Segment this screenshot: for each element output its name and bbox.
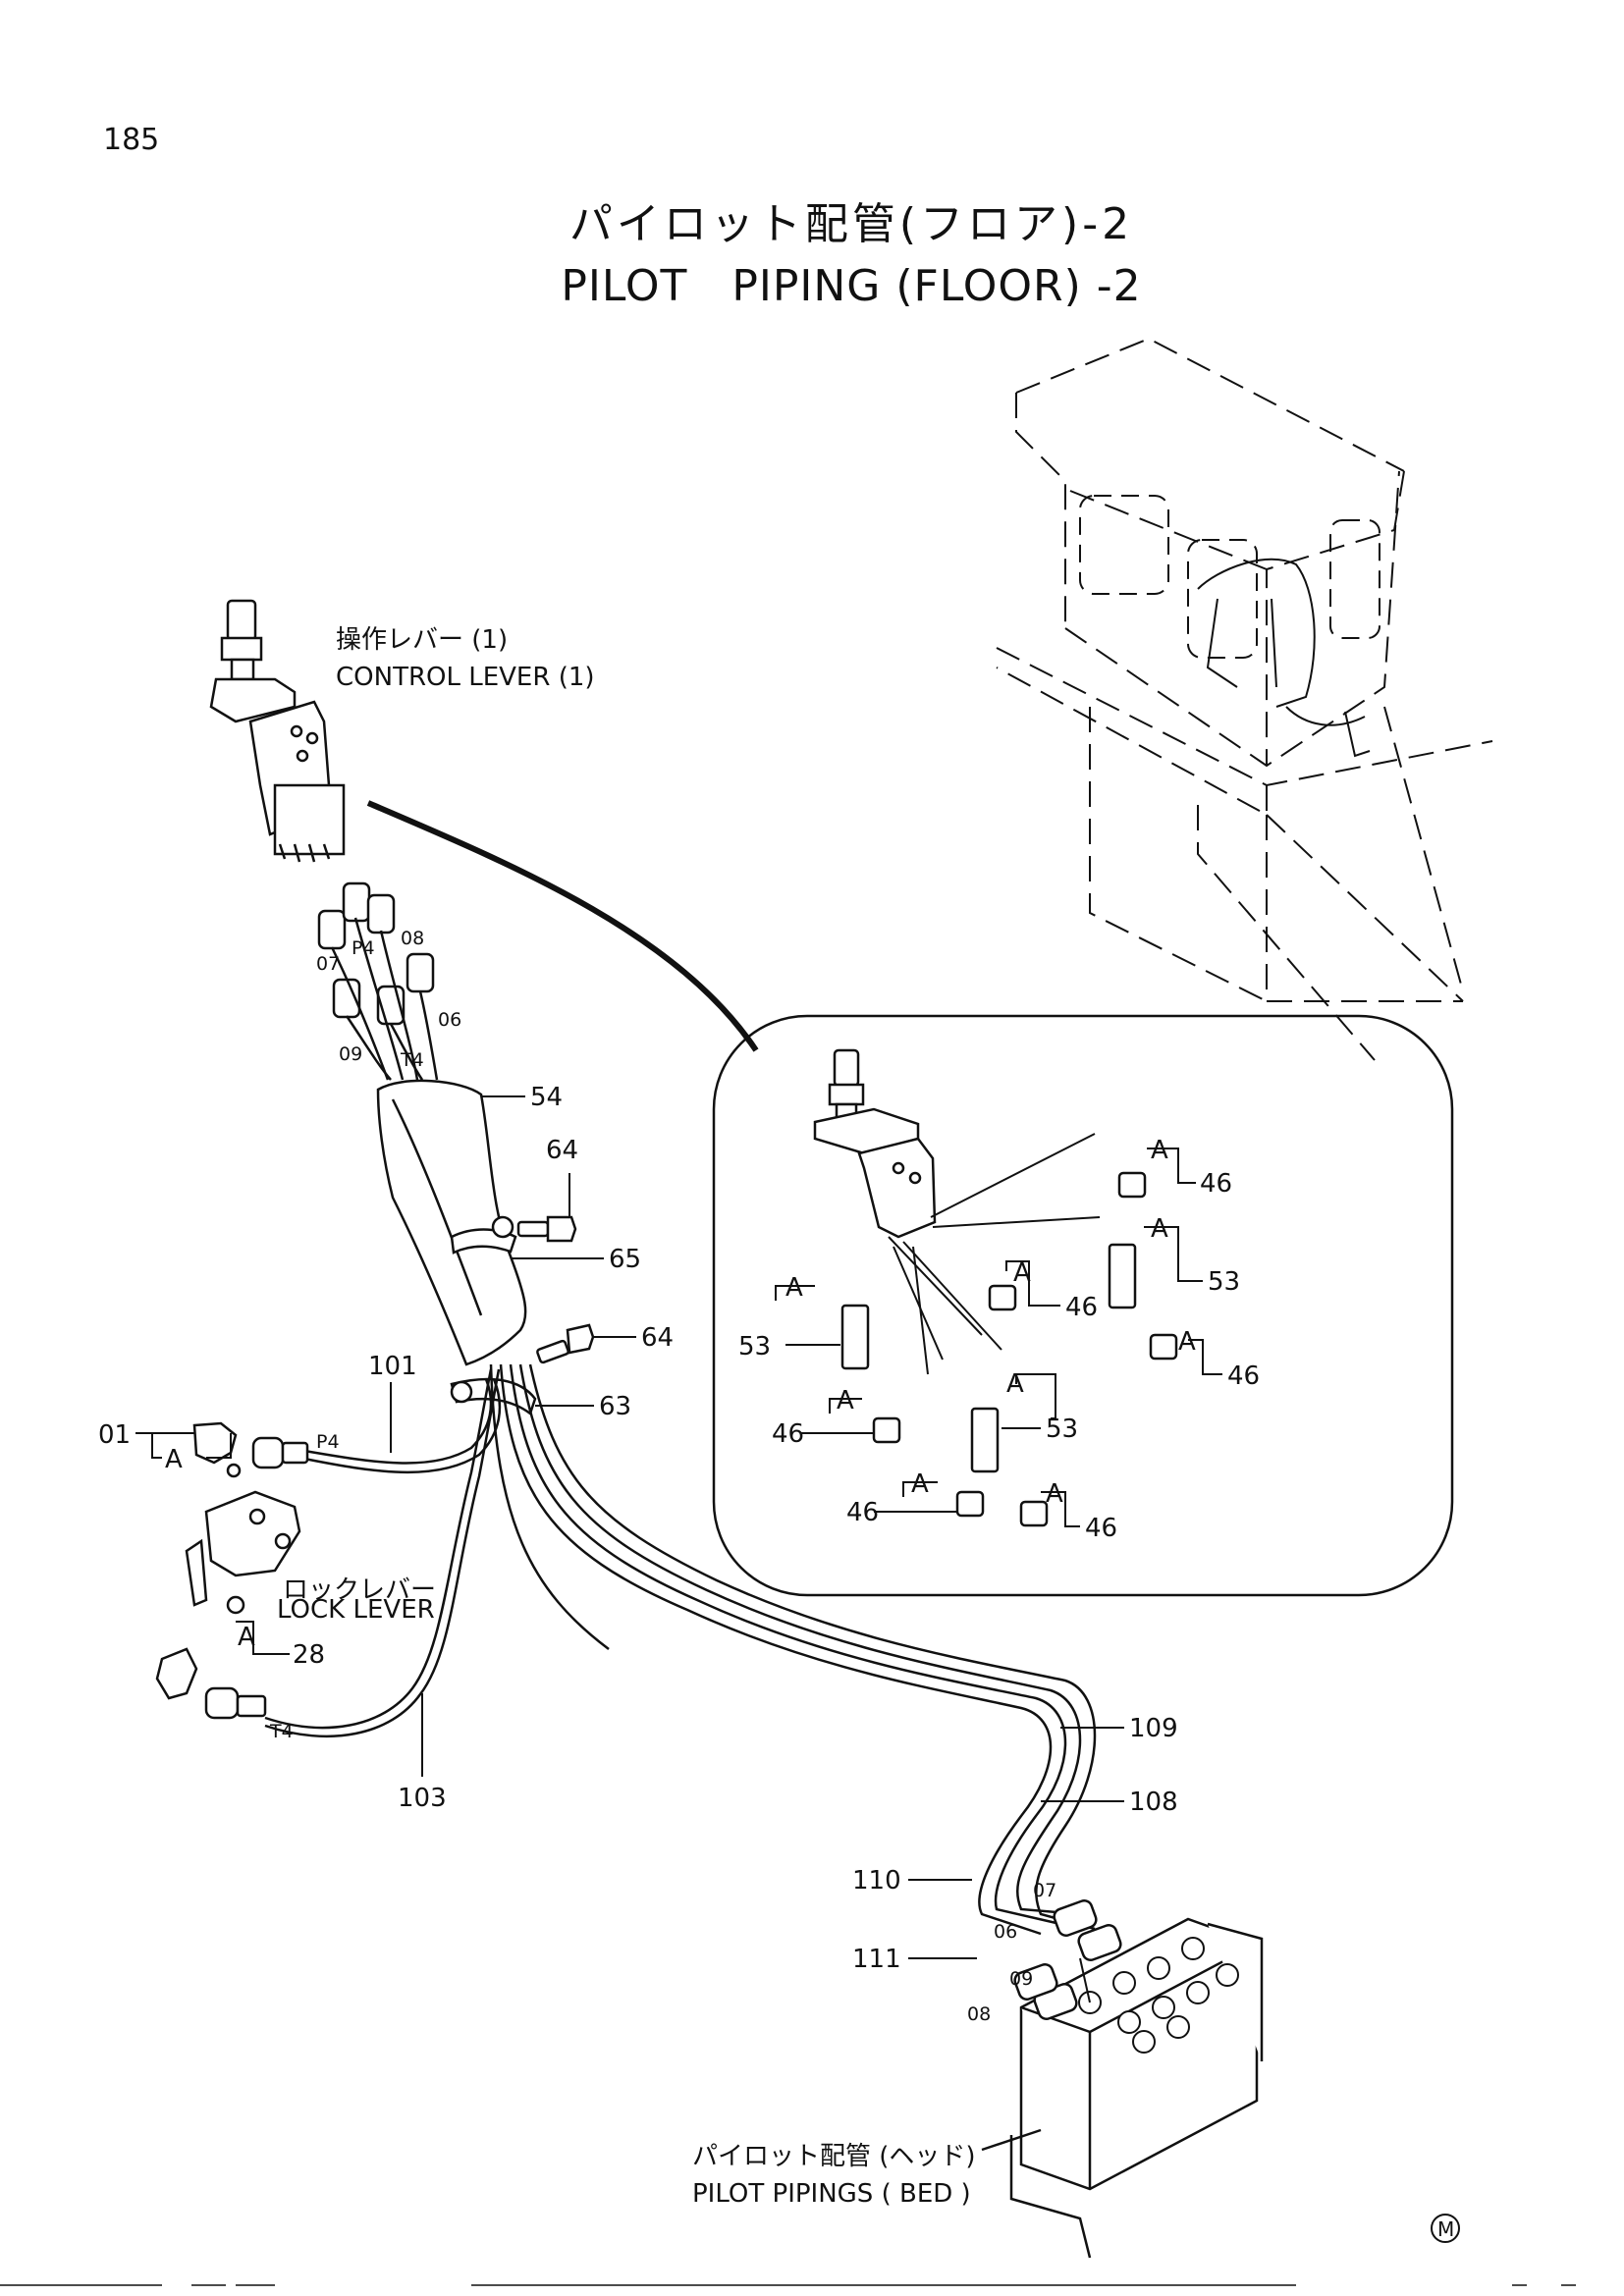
callout-108: 108 [1129,1788,1178,1817]
callout-65: 65 [609,1245,641,1274]
valve-bed-ports [1078,1937,1239,2054]
callout-leaders [135,1095,1124,2003]
detail-callout-46-4: 46 [772,1419,804,1449]
caption-lock-lever-en: LOCK LEVER [277,1595,435,1625]
control-lever-assembly [209,599,346,863]
detail-fittings [840,1171,1178,1527]
port-label-p4-line: P4 [316,1431,340,1453]
callout-101: 101 [368,1352,417,1381]
callout-110: 110 [852,1866,901,1896]
valve-bed-hose-fittings [1013,1899,1122,2020]
title-japanese: パイロット配管(フロア)-2 [568,199,1134,249]
model-mark-letter: M [1437,2217,1454,2241]
callout-28: 28 [293,1640,325,1670]
detail-view-frame [712,1014,1454,1597]
callout-a-01: A [165,1445,183,1474]
model-mark-circle [1431,2214,1460,2243]
hose-protector-sleeve [376,1079,527,1366]
port-label-09-top: 09 [339,1043,362,1065]
port-label-06-bottom: 06 [994,1921,1017,1943]
port-label-07-top: 07 [316,953,340,975]
callout-64-upper: 64 [546,1136,578,1165]
page-number: 185 [103,123,160,157]
detail-callout-46-2: 46 [1065,1293,1098,1322]
hose-bundle-upper [330,917,439,1081]
callout-111: 111 [852,1945,901,1974]
detail-callout-a-5: A [1178,1327,1196,1357]
callout-64-lower: 64 [641,1323,674,1353]
caption-control-lever-en: CONTROL LEVER (1) [336,663,595,692]
pilot-bed-bracket [981,2128,1092,2259]
hose-103-end-fitting [204,1686,267,1720]
detail-callout-a-7: A [1006,1369,1024,1399]
detail-port-lines [888,1133,1101,1375]
caption-pilot-pipings-jp: パイロット配管 (ヘッド) [692,2142,976,2171]
detail-control-lever [813,1048,937,1239]
callout-54: 54 [530,1083,563,1112]
port-label-t4-top: T4 [400,1049,424,1071]
port-label-06-top: 06 [438,1009,461,1031]
detail-callout-a-9: A [1046,1479,1063,1509]
detail-callout-53-2: 53 [738,1332,771,1362]
detail-callout-46-3: 46 [1227,1362,1260,1391]
detail-callout-a-3: A [785,1273,803,1303]
bolt-64-upper [516,1215,577,1243]
caption-lock-lever-jp: ロックレバー [283,1575,436,1605]
valve-bed-block [1019,1917,1264,2191]
hose-101-end-fitting [251,1436,309,1469]
detail-callout-53-3: 53 [1046,1415,1078,1444]
caption-pilot-pipings-en: PILOT PIPINGS ( BED ) [692,2179,971,2209]
fitting-01 [192,1421,242,1478]
detail-callout-53-1: 53 [1208,1267,1240,1297]
fitting-28 [155,1647,198,1700]
lock-lever-valve [185,1490,301,1615]
detail-callout-a-4: A [1013,1258,1031,1288]
detail-callout-46-1: 46 [1200,1169,1232,1199]
callout-109: 109 [1129,1714,1178,1743]
detail-pointer-leader [366,800,759,1052]
hose-run-to-valve [489,1363,1097,1936]
hose-103 [264,1368,501,1737]
cab-control-console [1197,558,1371,758]
machine-cab-windows [1079,495,1380,659]
detail-callout-a-8: A [911,1469,929,1499]
callout-103: 103 [398,1784,447,1813]
machine-cab-sketch [996,337,1493,1061]
callout-01: 01 [98,1420,131,1450]
detail-callout-46-6: 46 [1085,1514,1117,1543]
port-label-t4-line: T4 [269,1721,294,1742]
detail-callout-a-6: A [837,1386,854,1415]
caption-control-lever-jp: 操作レバー (1) [336,625,508,655]
port-label-p4-top: P4 [352,937,375,959]
port-label-07-bottom: 07 [1033,1880,1056,1901]
detail-callout-a-2: A [1151,1214,1168,1244]
detail-callout-a-1: A [1151,1136,1168,1165]
port-label-09-bottom: 09 [1009,1968,1033,1990]
port-label-08-bottom: 08 [967,2003,991,2025]
port-label-08-top: 08 [401,928,424,949]
callout-63: 63 [599,1392,631,1421]
hose-clamp-65 [450,1215,517,1255]
title-english: PILOT PIPING (FLOOR) -2 [561,261,1142,311]
callout-a-28: A [238,1623,255,1652]
bolt-64-lower [536,1323,595,1364]
hose-101 [303,1378,502,1473]
detail-leaders [775,1148,1222,1527]
detail-callout-46-5: 46 [846,1498,879,1527]
